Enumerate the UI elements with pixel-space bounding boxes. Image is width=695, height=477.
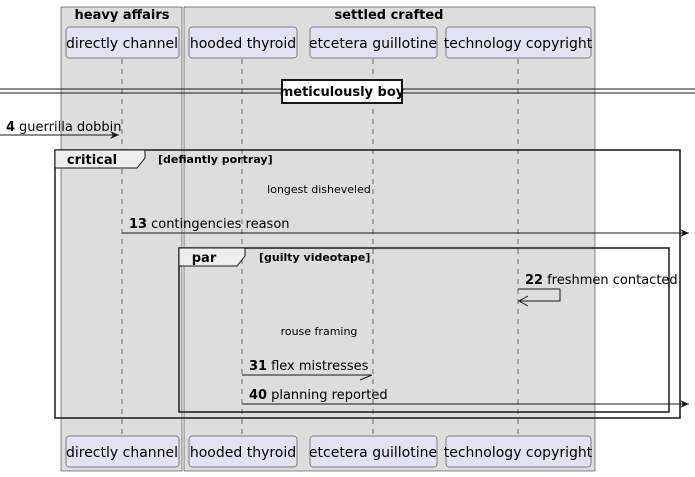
arrow-head-open [517,295,529,307]
participant-label-top: technology copyright [444,36,593,52]
participant-head-etcetera-guillotine [309,26,438,59]
participant-label-bottom: directly channel [66,445,178,461]
frame-par-keyword: par [192,251,217,266]
frame-par [178,247,670,413]
participant-foot-directly-channel [65,435,180,468]
participant-head-technology-copyright [445,26,592,59]
note-text: rouse framing [281,325,358,338]
participant-label-bottom: etcetera guillotine [309,445,437,461]
arrow-head-half [359,374,373,381]
box-title-settled-crafted: settled crafted [335,8,444,23]
divider-box [281,79,403,104]
frame-critical-tab [54,149,146,169]
box-settled-crafted [183,6,596,472]
participant-label-top: hooded thyroid [190,36,296,52]
note-text: longest disheveled [267,183,371,196]
participant-head-directly-channel [65,26,180,59]
participant-head-hooded-thyroid [188,26,298,59]
box-title-heavy-affairs: heavy affairs [75,8,170,23]
frame-critical-keyword: critical [67,153,117,168]
message-self-arrow [518,288,561,302]
participant-foot-hooded-thyroid [188,435,298,468]
box-heavy-affairs [60,6,183,472]
participant-label-top: directly channel [66,36,178,52]
frame-critical-condition: [defiantly portray] [158,153,273,166]
frame-par-tab [178,247,246,267]
participant-foot-technology-copyright [445,435,592,468]
frame-par-condition: [guilty videotape] [259,251,370,264]
divider-label: meticulously boy [280,85,405,100]
participant-label-top: etcetera guillotine [309,36,437,52]
frame-critical [54,149,681,419]
participant-foot-etcetera-guillotine [309,435,438,468]
participant-label-bottom: hooded thyroid [190,445,296,461]
participant-label-bottom: technology copyright [444,445,593,461]
